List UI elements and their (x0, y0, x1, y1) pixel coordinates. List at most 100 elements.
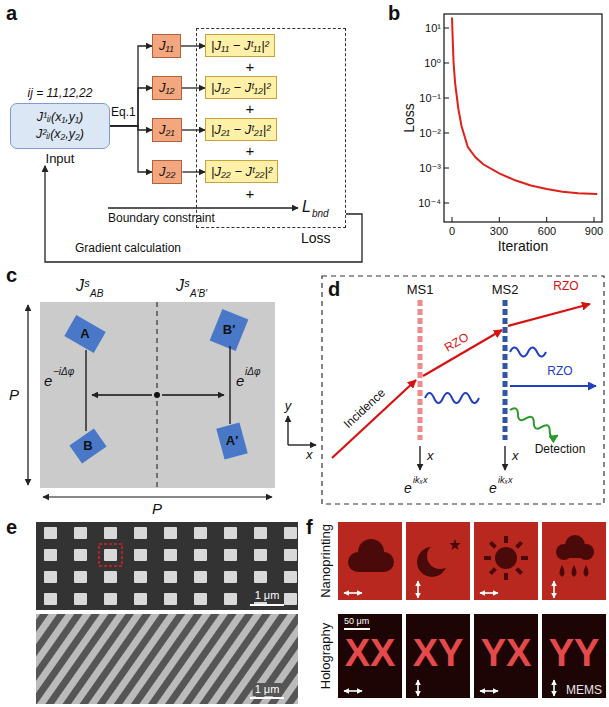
polarization-arrow (480, 592, 498, 594)
connector-arrow (110, 88, 152, 126)
jones-matrix-box: J₂₂ (152, 160, 182, 184)
beam-arrow (332, 380, 416, 458)
cloud-part (358, 556, 384, 572)
tick-label: 10⁻¹ (419, 92, 441, 105)
group-caption: Loss (301, 230, 331, 246)
tick-label: 10⁻⁴ (418, 197, 441, 210)
jones-matrix-box: J₁₂ (152, 76, 182, 100)
panel-letter: b (388, 2, 400, 25)
connector-arrow (181, 45, 205, 46)
hologram-image (474, 614, 538, 698)
plot-frame (444, 14, 602, 222)
beam-label: Detection (535, 443, 586, 457)
axis-label: x (512, 449, 519, 464)
raindrop (572, 565, 577, 577)
box-text: J₂₁ (159, 122, 175, 138)
axis-title: Loss (401, 103, 417, 133)
box-text: |J₂₂ − Jᵗ₂₂|² (211, 164, 272, 180)
phase-term: e (404, 480, 412, 496)
meta-atom-label: B (83, 439, 92, 454)
edge-label: Gradient calculation (73, 242, 183, 256)
axis-arrow (288, 444, 316, 445)
box-text: J¹ᵢⱼ(x₁,y₁) J²ᵢⱼ(x₂,y₂) (15, 109, 105, 143)
loss-term-box: |J₁₁ − Jᵗ₁₁|² (205, 34, 275, 58)
phase-term: e (489, 480, 497, 496)
beam-arrow (510, 385, 596, 387)
box-text: |J₁₂ − Jᵗ₁₂|² (211, 80, 271, 96)
rain-cloud (556, 535, 594, 577)
moon-cut (427, 543, 453, 569)
axis-title: Iteration (498, 238, 549, 254)
sem-image (36, 522, 298, 610)
axis-arrow (504, 446, 505, 470)
wave (508, 406, 559, 438)
hologram-image (338, 614, 402, 698)
jones-subscript: A′B′ (190, 288, 207, 300)
scale-label: 1 μm (253, 589, 282, 602)
meta-atom (210, 309, 249, 351)
constraint-label: Boundary constraint (106, 212, 217, 226)
axis-label: x (306, 448, 313, 463)
raindrop (584, 565, 589, 577)
connector-arrow (45, 166, 362, 262)
hologram-image (406, 614, 470, 698)
sem-pillars (36, 522, 298, 610)
loss-term: L (302, 198, 311, 216)
input-box-frame: J¹ᵢⱼ(x₁,y₁) J²ᵢⱼ(x₂,y₂) (10, 103, 110, 149)
sun-rays (484, 536, 528, 580)
jones-matrix-box: J₂₁ (152, 118, 182, 142)
axis-label: y (285, 399, 292, 414)
connector-arrow (182, 129, 205, 130)
meta-atom-label: A′ (226, 434, 239, 449)
axis-arrow (419, 446, 420, 470)
tick-label: 300 (490, 225, 508, 238)
dimension-line (43, 496, 272, 497)
dimension-line (27, 305, 28, 485)
input-block: ij = 11,12,22J¹ᵢⱼ(x₁,y₁) J²ᵢⱼ(x₂,y₂)Inpu… (10, 86, 110, 166)
phase-term: e (236, 372, 244, 389)
loss-term-box: |J₁₂ − Jᵗ₁₂|² (205, 76, 277, 100)
nanoprint-image (406, 522, 470, 600)
nanoprint-image (542, 522, 606, 600)
plus-sign: + (246, 185, 255, 202)
axis-label: x (427, 449, 434, 464)
phase-exponent: ikₓx (413, 475, 427, 485)
tick-label: 0 (449, 225, 455, 238)
watermark: MEMS (566, 684, 602, 698)
scale-bar (344, 628, 370, 630)
connector-arrow (182, 87, 205, 88)
box-text: J₁₂ (159, 80, 175, 96)
polarization-arrow (417, 581, 419, 598)
panel-letter: e (6, 516, 17, 539)
hologram-image (542, 614, 606, 698)
meta-atom-label: B′ (223, 323, 236, 338)
cloud-shape (348, 539, 394, 572)
beam-label: RZO (443, 331, 472, 356)
loss-term-box: |J₂₁ − Jᵗ₂₁|² (205, 118, 277, 142)
wave (510, 348, 546, 357)
nanoprint-image (338, 522, 402, 600)
metasurface-label: MS2 (492, 283, 519, 298)
hologram-letters: YY (549, 632, 600, 676)
jones-matrix-box: J₁₁ (152, 34, 181, 58)
panel-letter: a (6, 2, 17, 25)
unit-cell (40, 302, 275, 488)
panel-letter: c (6, 264, 17, 287)
dimension-label: P (152, 500, 162, 517)
block-caption: Input (10, 151, 110, 166)
beam-arrow (508, 304, 590, 326)
tick-label: 10¹ (425, 22, 441, 35)
sem-image (36, 614, 298, 704)
meta-atom-label: A (80, 327, 89, 342)
unit-cell-marker (99, 544, 122, 566)
polarization-arrow (417, 680, 419, 696)
metasurface (418, 300, 423, 440)
meta-atom (64, 315, 105, 353)
phase-exponent: iΔφ (245, 366, 260, 378)
beam-arrow (423, 330, 502, 376)
polarization-arrows (344, 581, 554, 696)
jones-subscript: AB (90, 288, 103, 300)
axis-arrow (287, 416, 288, 445)
phase-exponent: ikₓx (498, 475, 512, 485)
scale-bar (250, 604, 284, 606)
